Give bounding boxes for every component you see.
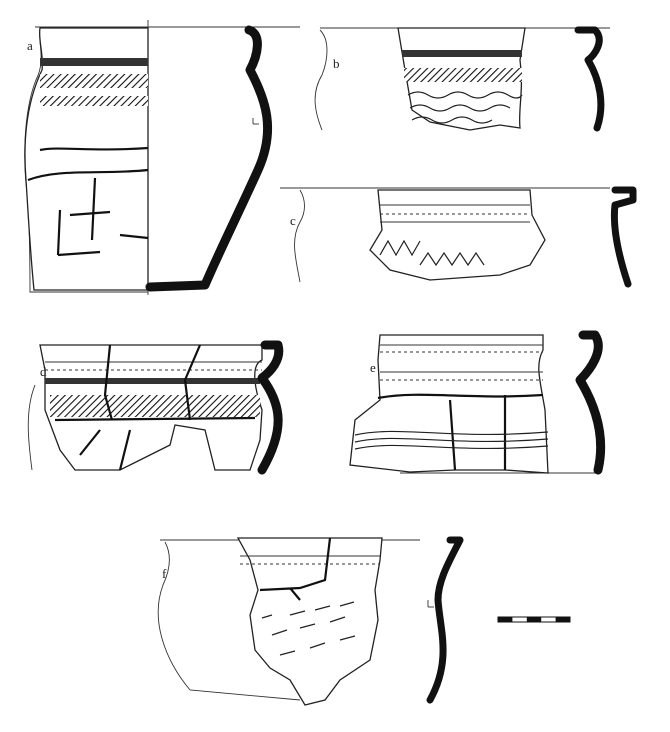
decor-band (40, 96, 148, 106)
vessel-d: d (27, 340, 284, 475)
vessel-label: d (40, 364, 47, 379)
vessel-b: b (314, 26, 610, 132)
vessel-label: b (333, 56, 340, 71)
vessel-a: a (24, 20, 300, 295)
vessel-label: f (162, 566, 167, 581)
scale-bar (497, 616, 571, 623)
vessel-label: e (370, 360, 376, 375)
vessel-f: f (157, 536, 464, 706)
decor-band (40, 74, 148, 88)
decor-band (40, 58, 148, 66)
vessel-c: c (280, 186, 637, 288)
vessel-label: a (27, 38, 33, 53)
vessel-label: c (290, 213, 296, 228)
vessel-e: e (349, 330, 606, 475)
